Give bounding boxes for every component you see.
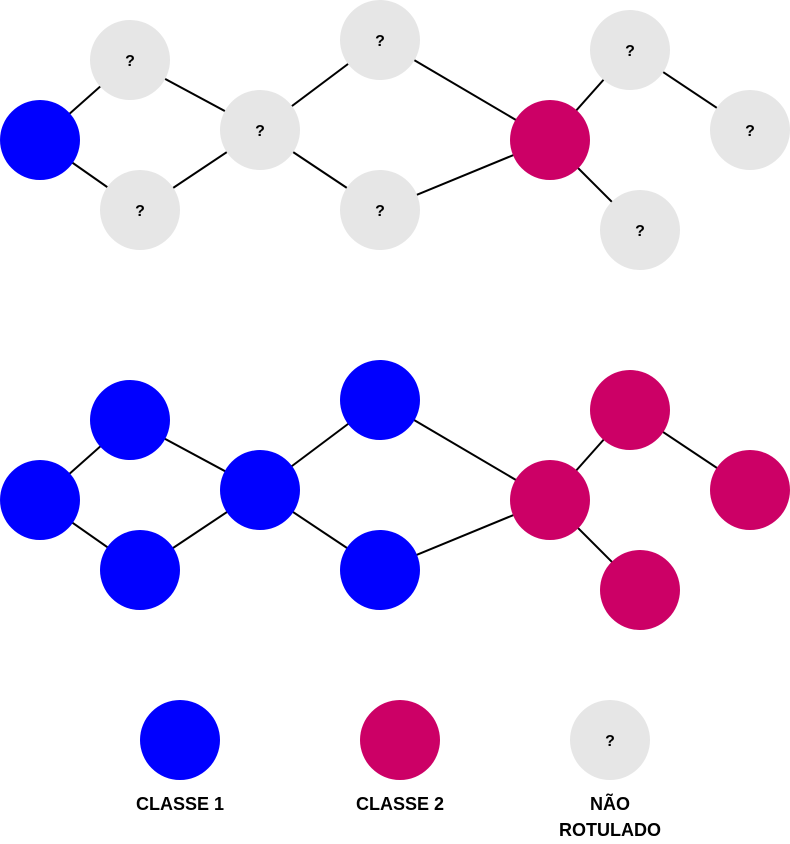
node-unlabeled-mark: ? [635, 223, 645, 240]
node-a-class1 [0, 100, 80, 180]
legend-class1-swatch [140, 700, 220, 780]
node-i-class2 [710, 450, 790, 530]
legend-class1-label: CLASSE 1 [136, 794, 224, 814]
node-unlabeled-mark: ? [375, 203, 385, 220]
node-a-class1 [0, 460, 80, 540]
legend-unlabeled-label-line1: NÃO [590, 793, 630, 814]
node-f-unlabeled [340, 170, 420, 250]
legend-class2-swatch [360, 700, 440, 780]
node-e-unlabeled [340, 0, 420, 80]
node-h-unlabeled [590, 10, 670, 90]
graph-before-propagation: ???????? [0, 0, 790, 270]
node-f-class1 [340, 530, 420, 610]
node-unlabeled-mark: ? [745, 123, 755, 140]
node-unlabeled-mark: ? [625, 43, 635, 60]
node-unlabeled-mark: ? [255, 123, 265, 140]
node-g-class2 [510, 100, 590, 180]
node-g-class2 [510, 460, 590, 540]
graph-after-propagation [0, 360, 790, 630]
legend-class2-label: CLASSE 2 [356, 794, 444, 814]
node-b-class1 [90, 380, 170, 460]
node-unlabeled-mark: ? [135, 203, 145, 220]
node-j-class2 [600, 550, 680, 630]
node-i-unlabeled [710, 90, 790, 170]
node-e-class1 [340, 360, 420, 440]
node-unlabeled-mark: ? [125, 53, 135, 70]
node-h-class2 [590, 370, 670, 450]
node-b-unlabeled [90, 20, 170, 100]
legend: ? CLASSE 1 CLASSE 2 NÃO ROTULADO [136, 700, 661, 840]
node-c-unlabeled [100, 170, 180, 250]
node-d-class1 [220, 450, 300, 530]
legend-unlabeled-swatch [570, 700, 650, 780]
node-j-unlabeled [600, 190, 680, 270]
node-unlabeled-mark: ? [375, 33, 385, 50]
legend-unlabeled-label-line2: ROTULADO [559, 820, 661, 840]
node-c-class1 [100, 530, 180, 610]
legend-unlabeled-mark: ? [605, 733, 615, 750]
node-d-unlabeled [220, 90, 300, 170]
